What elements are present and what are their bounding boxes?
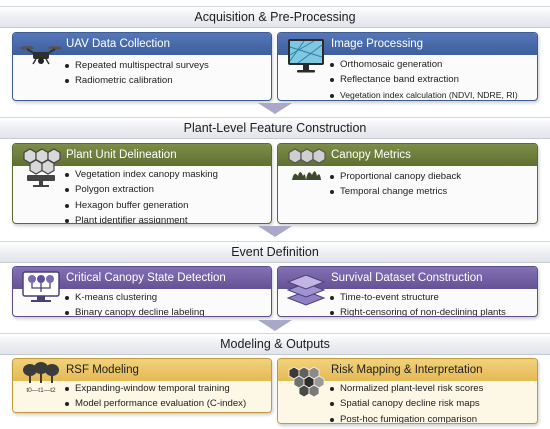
card-title: UAV Data Collection: [66, 38, 170, 50]
card-critical-canopy-state-detection: Critical Canopy State Detection K-means …: [12, 266, 272, 317]
list-item: Normalized plant-level risk scores: [329, 381, 531, 396]
card-plant-unit-delineation: Plant Unit Delineation Vegetation index …: [12, 143, 272, 224]
card-rsf-modeling: RSF Modeling Expanding-window temporal t…: [12, 358, 272, 413]
flow-arrow: [258, 320, 292, 331]
section-title: Modeling & Outputs: [220, 337, 330, 351]
section-title: Event Definition: [231, 245, 319, 259]
list-item: Reflectance band extraction: [329, 72, 531, 87]
list-item: Vegetation index canopy masking: [64, 167, 265, 182]
list-item: Hexagon buffer generation: [64, 198, 265, 213]
card-title: Survival Dataset Construction: [331, 272, 483, 284]
list-item: Right-censoring of non-declining plants: [329, 305, 531, 316]
list-item: Vegetation index calculation (NDVI, NDRE…: [329, 88, 531, 100]
hexagon-canopy-plants-icon: [288, 148, 326, 180]
stacked-layers-icon: [286, 274, 326, 306]
list-item: Model performance evaluation (C-index): [64, 396, 265, 411]
random-forest-trees-icon: t0—t1—t2: [23, 362, 59, 394]
card-survival-dataset-construction: Survival Dataset Construction Time-to-ev…: [277, 266, 538, 317]
section-header-acquisition: Acquisition & Pre-Processing: [0, 6, 550, 28]
list-item: Binary canopy decline labeling: [64, 305, 265, 316]
list-item: Plant identifier assignment: [64, 213, 265, 223]
card-image-processing: Image Processing Orthomosaic generation …: [277, 32, 538, 101]
list-item: Spatial canopy decline risk maps: [329, 396, 531, 411]
section-header-event-definition: Event Definition: [0, 241, 550, 263]
card-canopy-metrics: Canopy Metrics Proportional canopy dieba…: [277, 143, 538, 224]
list-item: Polygon extraction: [64, 182, 265, 197]
card-title: Risk Mapping & Interpretation: [331, 364, 483, 376]
list-item: Radiometric calibration: [64, 73, 265, 88]
card-title: Image Processing: [331, 38, 424, 50]
card-risk-mapping-interpretation: Risk Mapping & Interpretation Normalized…: [277, 358, 538, 424]
list-item: K-means clustering: [64, 290, 265, 305]
cluster-tree-monitor-icon: [22, 271, 60, 302]
list-item: Time-to-event structure: [329, 290, 531, 305]
section-header-modeling-outputs: Modeling & Outputs: [0, 333, 550, 355]
flow-arrow: [258, 103, 292, 114]
card-title: Critical Canopy State Detection: [66, 272, 226, 284]
list-item: Orthomosaic generation: [329, 57, 531, 72]
list-item: Post-hoc fumigation comparison: [329, 412, 531, 423]
drone-icon: [20, 46, 62, 65]
hexagon-risk-map-icon: [288, 366, 325, 398]
list-item: Expanding-window temporal training: [64, 381, 265, 396]
card-title: Plant Unit Delineation: [66, 149, 177, 161]
section-header-feature-construction: Plant-Level Feature Construction: [0, 117, 550, 139]
monitor-orthomosaic-icon: [288, 39, 324, 73]
list-item: Temporal change metrics: [329, 184, 531, 199]
card-title: Canopy Metrics: [331, 149, 411, 161]
card-title: RSF Modeling: [66, 364, 139, 376]
list-item: Repeated multispectral surveys: [64, 58, 265, 73]
section-title: Plant-Level Feature Construction: [183, 121, 367, 135]
section-title: Acquisition & Pre-Processing: [194, 10, 356, 24]
flow-arrow: [258, 226, 292, 237]
hexagon-grid-monitor-icon: [23, 148, 61, 187]
list-item: Proportional canopy dieback: [329, 169, 531, 184]
card-uav-data-collection: UAV Data Collection Repeated multispectr…: [12, 32, 272, 101]
timeline-label: t0—t1—t2: [26, 387, 56, 394]
